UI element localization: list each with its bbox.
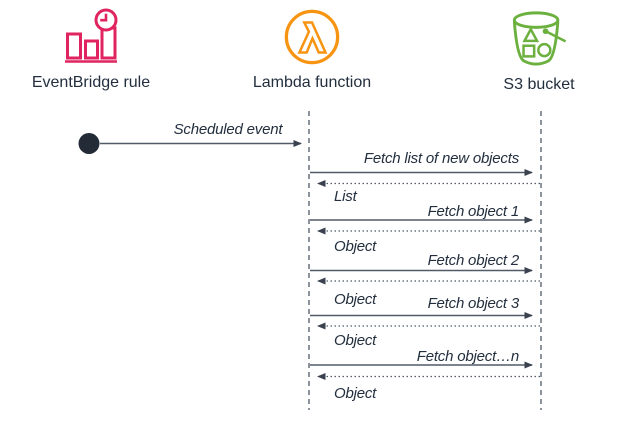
message-label-scheduled-event: Scheduled event <box>173 121 283 138</box>
actor-label-s3: S3 bucket <box>503 76 575 93</box>
lambda-function-icon <box>284 9 340 65</box>
s3-bucket-icon <box>512 11 567 66</box>
message-label-fetch-object-n: Fetch object…n <box>416 348 519 365</box>
message-label-fetch-object-3: Fetch object 3 <box>427 295 520 312</box>
actor-lambda: Lambda function <box>227 8 397 92</box>
actor-label-eventbridge: EventBridge rule <box>31 74 151 91</box>
message-label-object-3: Object <box>334 332 377 349</box>
actor-eventbridge: EventBridge rule <box>6 8 176 92</box>
message-label-fetch-object-1: Fetch object 1 <box>427 203 520 220</box>
eventbridge-rule-icon <box>65 8 118 63</box>
message-label-object-1: Object <box>334 238 377 255</box>
actor-label-lambda: Lambda function <box>252 74 372 91</box>
message-label-fetch-list: Fetch list of new objects <box>363 150 519 167</box>
message-label-object-2: Object <box>334 291 377 308</box>
message-label-object-n: Object <box>334 385 377 402</box>
message-label-list: List <box>334 188 357 205</box>
message-label-fetch-object-2: Fetch object 2 <box>427 252 520 269</box>
start-dot <box>78 133 100 154</box>
actor-s3: S3 bucket <box>454 8 624 94</box>
